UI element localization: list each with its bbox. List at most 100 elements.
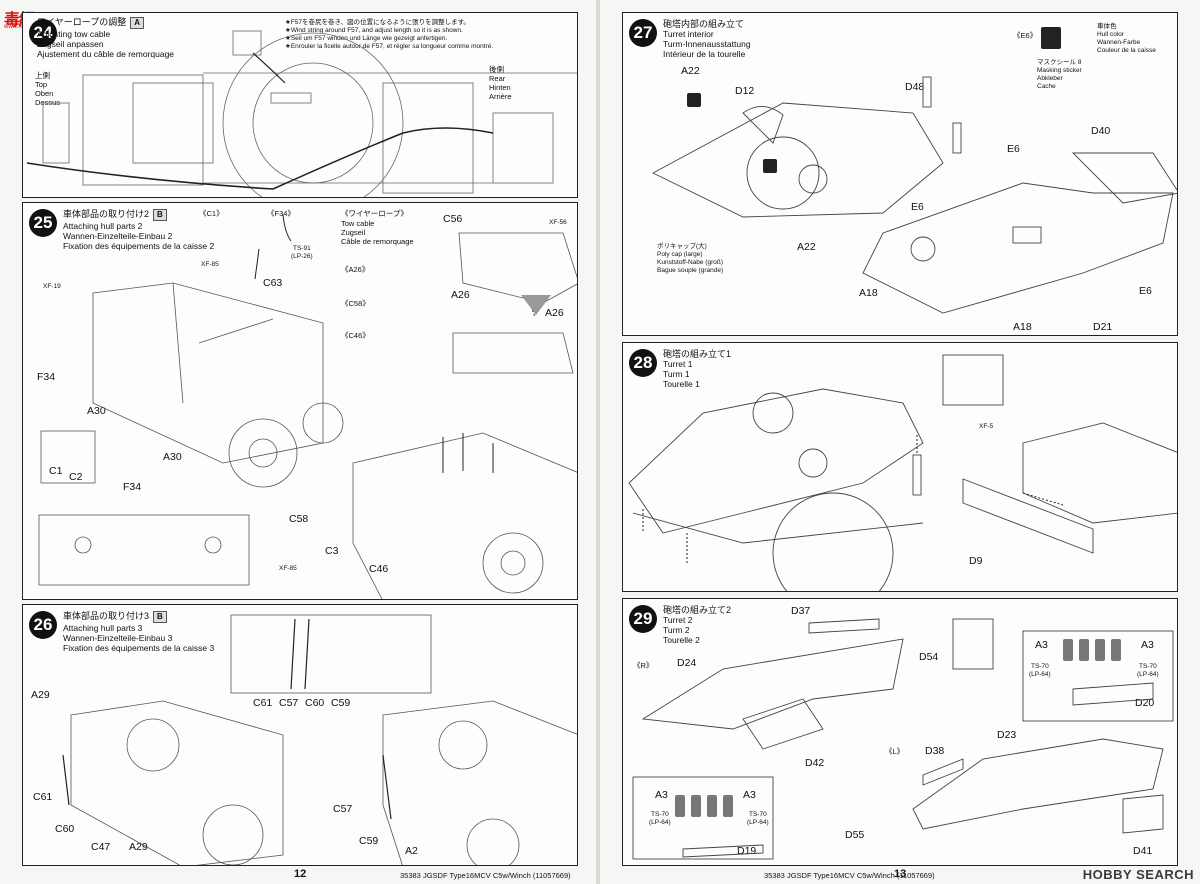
paint-lp64-c: (LP-64) [649, 819, 671, 826]
part-d42: D42 [805, 757, 825, 769]
paint-xf85: XF-85 [201, 261, 219, 268]
step-heading: 砲塔の組み立て1 Turret 1 Turm 1 Tourelle 1 [663, 349, 732, 389]
part-d21: D21 [1093, 321, 1113, 333]
part-d40: D40 [1091, 125, 1111, 137]
left-side-label: 《L》 [885, 747, 905, 756]
part-d41: D41 [1133, 845, 1153, 857]
paint-ts70: TS-70 [1031, 663, 1049, 670]
right-side-label: 《R》 [633, 661, 654, 670]
poly-cap-note: ポリキャップ(大)Poly cap (large)Kunststoff-Nabe… [657, 243, 724, 274]
part-c56: C56 [443, 213, 463, 225]
part-a26: A26 [451, 289, 470, 301]
part-c1: C1 [49, 465, 63, 477]
part-a29: A29 [31, 689, 50, 701]
product-code: 35383 JGSDF Type16MCV C5w/Winch (1105766… [764, 871, 935, 880]
step-26-drawing [62, 614, 577, 865]
step-29-panel: 29 砲塔の組み立て2 Turret 2 Turm 2 Tourelle 2 《… [622, 598, 1178, 866]
part-a3: A3 [1035, 639, 1048, 651]
paint-lp26: (LP-26) [291, 253, 313, 260]
product-code: 35383 JGSDF Type16MCV C5w/Winch (1105766… [400, 871, 571, 880]
callout-c58: 《C58》 [341, 299, 370, 308]
part-a29-b: A29 [129, 841, 148, 853]
paint-xf85-b: XF-85 [279, 565, 297, 572]
part-d54: D54 [919, 651, 939, 663]
step-notes: ★F57を巻尻を巻き、図の位置になるように張りを調整します。 ★Wind str… [285, 19, 494, 50]
part-a3-c: A3 [655, 789, 668, 801]
part-a2: A2 [405, 845, 418, 857]
part-d23: D23 [997, 729, 1017, 741]
paint-ts70-c: TS-70 [651, 811, 669, 818]
hull-top-drawing [26, 30, 577, 197]
callout-wire-rope: 《ワイヤーロープ》 [341, 209, 408, 218]
page-spine [596, 0, 600, 884]
part-c61-b: C61 [33, 791, 53, 803]
step-27-drawing [652, 27, 1177, 314]
part-f34-b: F34 [123, 481, 142, 493]
part-a22: A22 [681, 65, 700, 77]
part-d9: D9 [969, 555, 983, 567]
part-c63: C63 [263, 277, 283, 289]
part-d55: D55 [845, 829, 865, 841]
paint-lp64: (LP-64) [1029, 671, 1051, 678]
parts-bag-badge: A [130, 17, 144, 29]
callout-c1: 《C1》 [199, 209, 224, 218]
step-28-drawing [628, 354, 1177, 591]
step-28-panel: 28 砲塔の組み立て1 Turret 1 Turm 1 Tourelle 1 X… [622, 342, 1178, 592]
callout-c46: 《C46》 [341, 331, 370, 340]
part-c59: C59 [331, 697, 351, 709]
part-a3-d: A3 [743, 789, 756, 801]
part-c60-b: C60 [55, 823, 75, 835]
step-29-drawing [632, 618, 1174, 860]
right-page: 27 砲塔内部の組み立て Turret interior Turm-Innena… [600, 0, 1200, 884]
part-a18-b: A18 [1013, 321, 1032, 333]
part-c46: C46 [369, 563, 389, 575]
step-heading: 砲塔内部の組み立て Turret interior Turm-Innenauss… [663, 19, 751, 59]
part-c57: C57 [279, 697, 299, 709]
step-25-drawing [38, 214, 577, 599]
part-c60: C60 [305, 697, 325, 709]
part-a3-b: A3 [1141, 639, 1154, 651]
part-d24: D24 [677, 657, 697, 669]
paint-lp64-b: (LP-64) [1137, 671, 1159, 678]
part-a22-b: A22 [797, 241, 816, 253]
part-c47: C47 [91, 841, 111, 853]
paint-xf19: XF-19 [43, 283, 61, 290]
step-heading: 砲塔の組み立て2 Turret 2 Turm 2 Tourelle 2 [663, 605, 732, 645]
part-d12: D12 [735, 85, 755, 97]
paint-ts70-b: TS-70 [1139, 663, 1157, 670]
paint-lp64-d: (LP-64) [747, 819, 769, 826]
callout-f34: 《F34》 [267, 209, 295, 218]
step-27-panel: 27 砲塔内部の組み立て Turret interior Turm-Innena… [622, 12, 1178, 336]
part-c61: C61 [253, 697, 273, 709]
step-number: 29 [629, 605, 657, 633]
part-d37: D37 [791, 605, 811, 617]
step-number: 25 [29, 209, 57, 237]
part-a30: A30 [87, 405, 106, 417]
page-number: 13 [894, 868, 907, 880]
page-number: 12 [294, 868, 307, 880]
part-e6-c: E6 [1139, 285, 1152, 297]
part-d48: D48 [905, 81, 925, 93]
part-c57-b: C57 [333, 803, 353, 815]
paint-ref-e6: 《E6》 [1013, 31, 1038, 40]
callout-a26: 《A26》 [341, 265, 370, 274]
paint-xf56: XF-56 [549, 219, 567, 226]
parts-bag-badge: B [153, 611, 167, 623]
part-c58: C58 [289, 513, 309, 525]
part-e6: E6 [1007, 143, 1020, 155]
step-number: 27 [629, 19, 657, 47]
part-c59-b: C59 [359, 835, 379, 847]
step-number: 26 [29, 611, 57, 639]
part-a30-b: A30 [163, 451, 182, 463]
